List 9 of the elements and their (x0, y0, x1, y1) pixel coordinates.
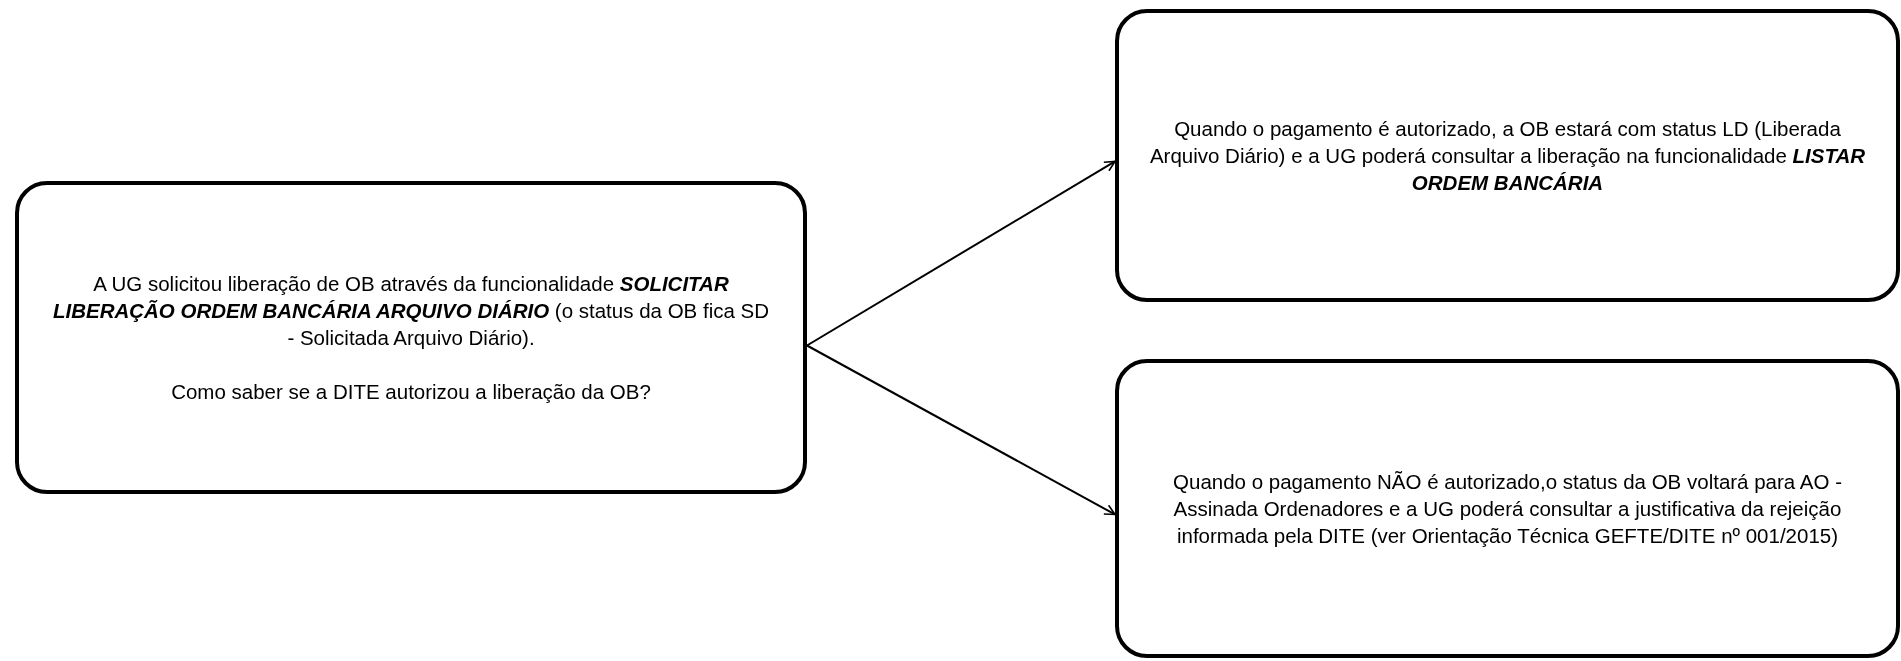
rounded-box (1115, 359, 1900, 658)
box-text: Quando o pagamento NÃO é autorizado,o status da OB voltará para AO - Assinada Ordenadores e a UG poderá consultar a justificativa da rejeição informada pela DITE (ver Orientação Técnica GEFTE/DITE nº 001/2015) (1172, 469, 1843, 549)
arrow (806, 160, 1116, 347)
box-text: A UG solicitou liberação de OB através da funcionalidade SOLICITAR LIBERAÇÃO ORDEM BANCÁRIA ARQUIVO DIÁRIO (o status da OB fica SD - Solicitada Arquivo Diário). (51, 271, 771, 351)
rounded-box (15, 181, 807, 494)
box-text: Como saber se a DITE autorizou a liberação da OB? (171, 379, 651, 405)
arrow (806, 344, 1116, 516)
box-text: Quando o pagamento é autorizado, a OB estará com status LD (Liberada Arquivo Diário) e a UG poderá consultar a liberação na funcionalidade LISTAR ORDEM BANCÁRIA (1148, 116, 1867, 196)
rounded-box (1115, 9, 1900, 302)
